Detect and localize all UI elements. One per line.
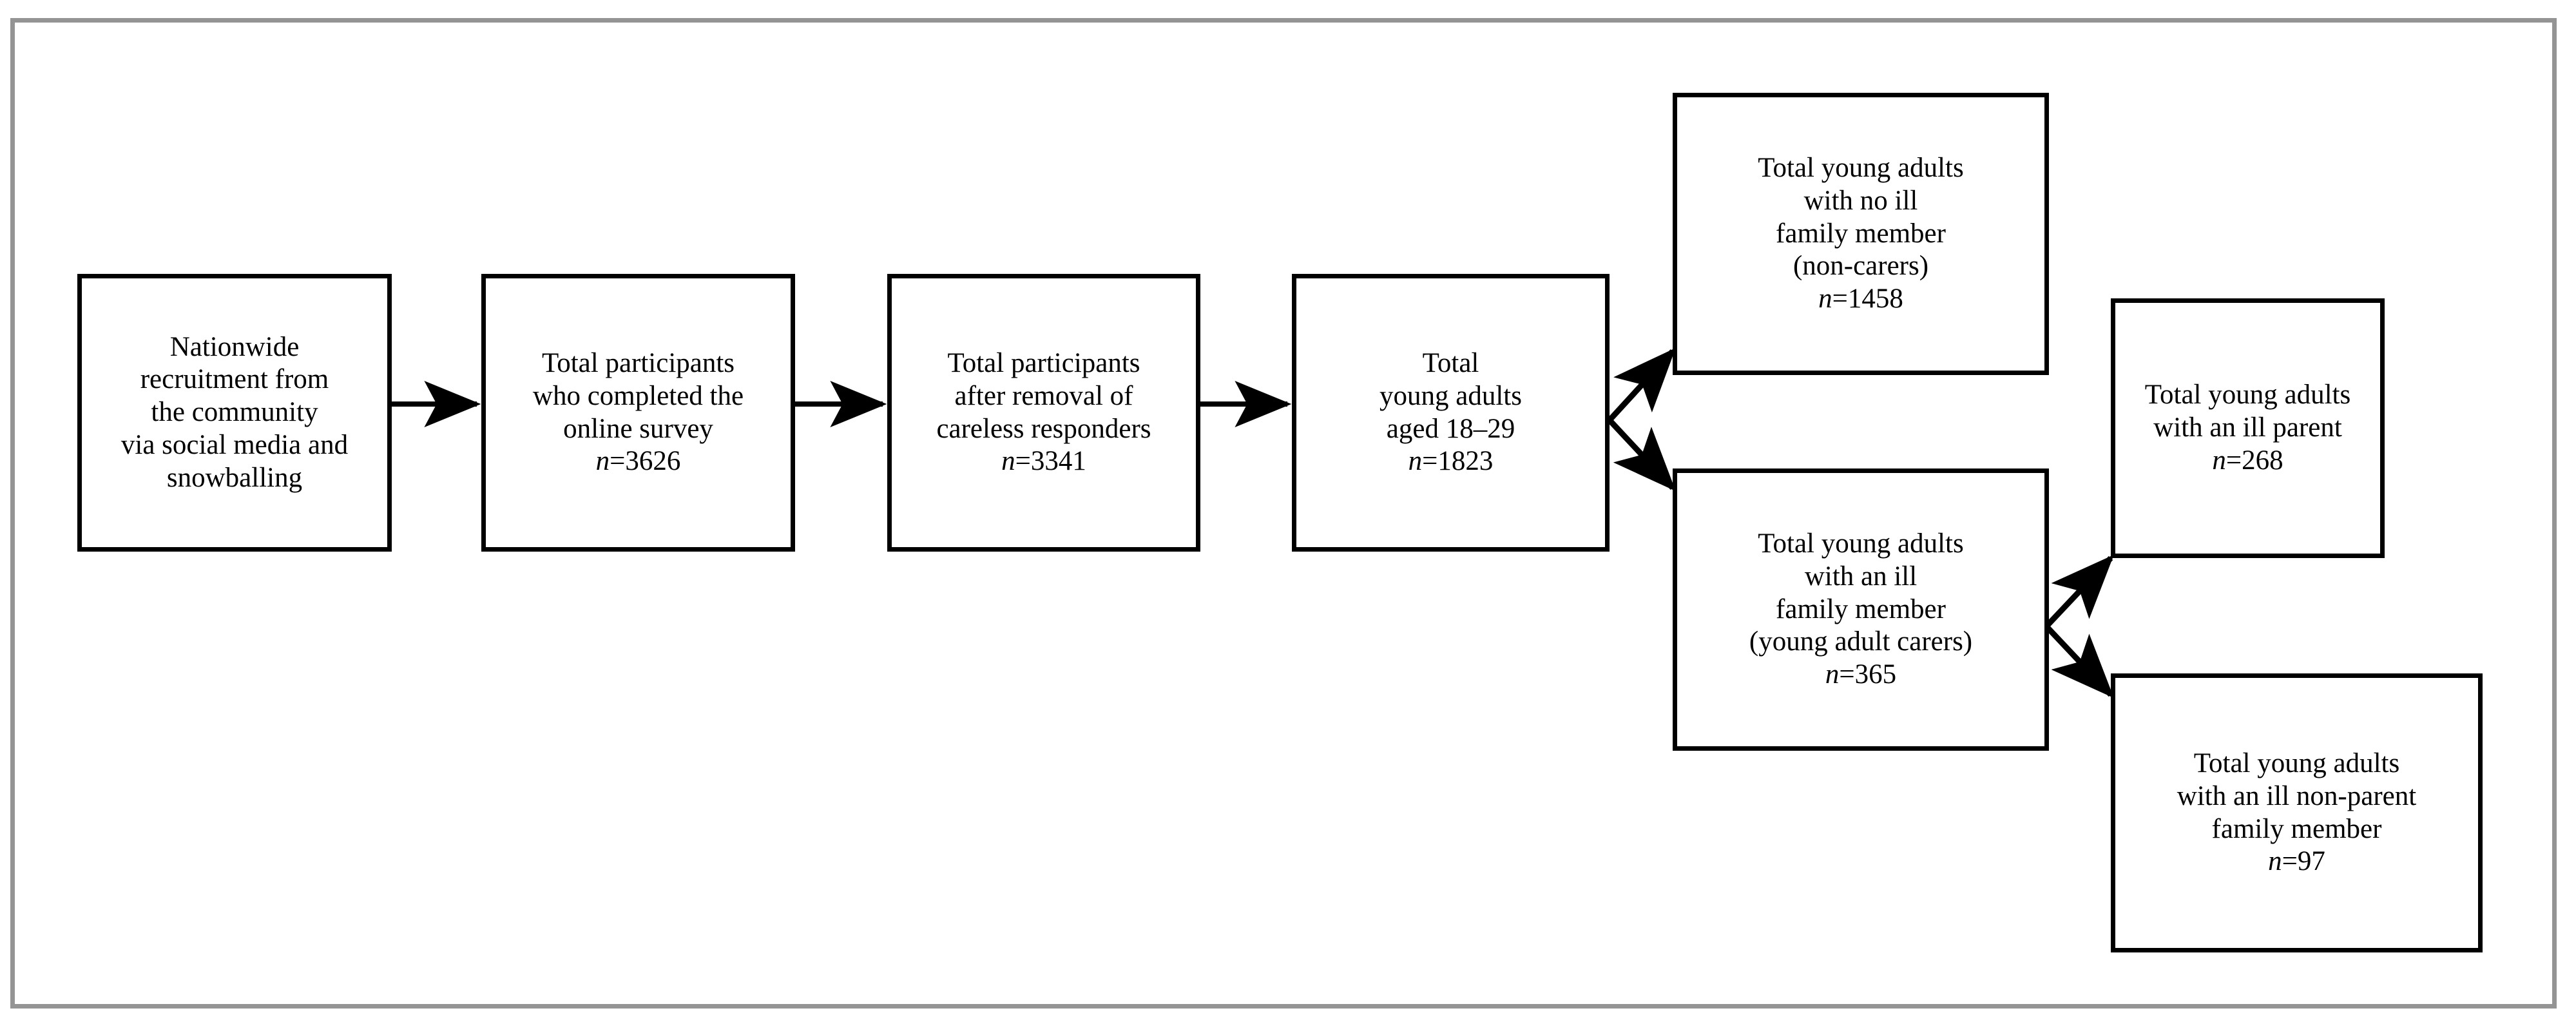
n-value: =268 (2225, 445, 2283, 476)
node-recruitment[interactable]: Nationwide recruitment from the communit… (77, 274, 392, 552)
node-line: Total young adults (2193, 748, 2400, 779)
node-line: via social media and (120, 429, 349, 460)
node-line: (young adult carers) (1749, 626, 1973, 657)
n-italic: n (1001, 446, 1015, 477)
n-value: =3626 (610, 446, 681, 477)
node-young-adult-carers[interactable]: Total young adults with an ill family me… (1673, 468, 2049, 751)
node-line: young adults (1379, 380, 1522, 411)
n-value: =3341 (1015, 446, 1086, 477)
node-line: family member (1776, 594, 1946, 624)
n-value: =97 (2282, 846, 2325, 877)
n-value: =1458 (1832, 284, 1903, 314)
node-count: n=268 (2212, 445, 2283, 478)
node-count: n=1458 (1818, 283, 1903, 316)
n-value: =1823 (1422, 446, 1494, 477)
n-italic: n (1825, 659, 1840, 690)
node-line: Total participants (541, 348, 735, 379)
node-line: the community (151, 397, 318, 428)
node-line: online survey (563, 413, 713, 444)
node-young-adults[interactable]: Total young adults aged 18–29 n=1823 (1292, 274, 1610, 552)
connector-carers-to-ill-non-parent (2044, 624, 2114, 699)
node-line: careless responders (936, 413, 1151, 444)
node-line: Total young adults (1758, 528, 1964, 559)
node-count: n=365 (1825, 659, 1896, 691)
node-count: n=3626 (596, 445, 681, 478)
node-non-carers[interactable]: Total young adults with no ill family me… (1673, 93, 2049, 375)
node-ill-parent[interactable]: Total young adults with an ill parent n=… (2111, 298, 2385, 558)
node-line: family member (2211, 813, 2382, 844)
node-count: n=1823 (1408, 445, 1494, 478)
node-line: recruitment from (140, 364, 329, 395)
node-line: (non-carers) (1793, 251, 1929, 282)
node-line: Total young adults (2144, 380, 2351, 410)
n-italic: n (1408, 446, 1423, 477)
node-careless-removed[interactable]: Total participants after removal of care… (887, 274, 1200, 552)
n-italic: n (2268, 846, 2282, 877)
connector-young-adults-to-non-carers (1607, 347, 1676, 423)
node-count: n=97 (2268, 845, 2325, 878)
node-line: family member (1776, 218, 1946, 249)
node-ill-non-parent[interactable]: Total young adults with an ill non-paren… (2111, 673, 2483, 952)
n-italic: n (2212, 445, 2226, 476)
node-line: with an ill non-parent (2177, 780, 2417, 811)
connector-carers-to-ill-parent (2044, 554, 2114, 629)
node-line: Total participants (947, 348, 1140, 379)
node-line: snowballing (166, 462, 303, 493)
node-line: Total (1422, 348, 1479, 379)
node-line: with an ill parent (2153, 412, 2342, 443)
node-line: who completed the (532, 380, 744, 411)
n-italic: n (595, 446, 610, 477)
n-value: =365 (1839, 659, 1897, 690)
node-line: with no ill (1803, 185, 1918, 216)
n-italic: n (1818, 284, 1832, 314)
node-completed-survey[interactable]: Total participants who completed the onl… (481, 274, 795, 552)
node-line: aged 18–29 (1386, 413, 1515, 444)
node-count: n=3341 (1001, 445, 1086, 478)
node-line: Total young adults (1758, 153, 1964, 184)
node-line: with an ill (1804, 561, 1918, 592)
node-line: after removal of (954, 380, 1133, 411)
node-line: Nationwide (169, 331, 300, 362)
connector-young-adults-to-carers (1607, 418, 1676, 492)
